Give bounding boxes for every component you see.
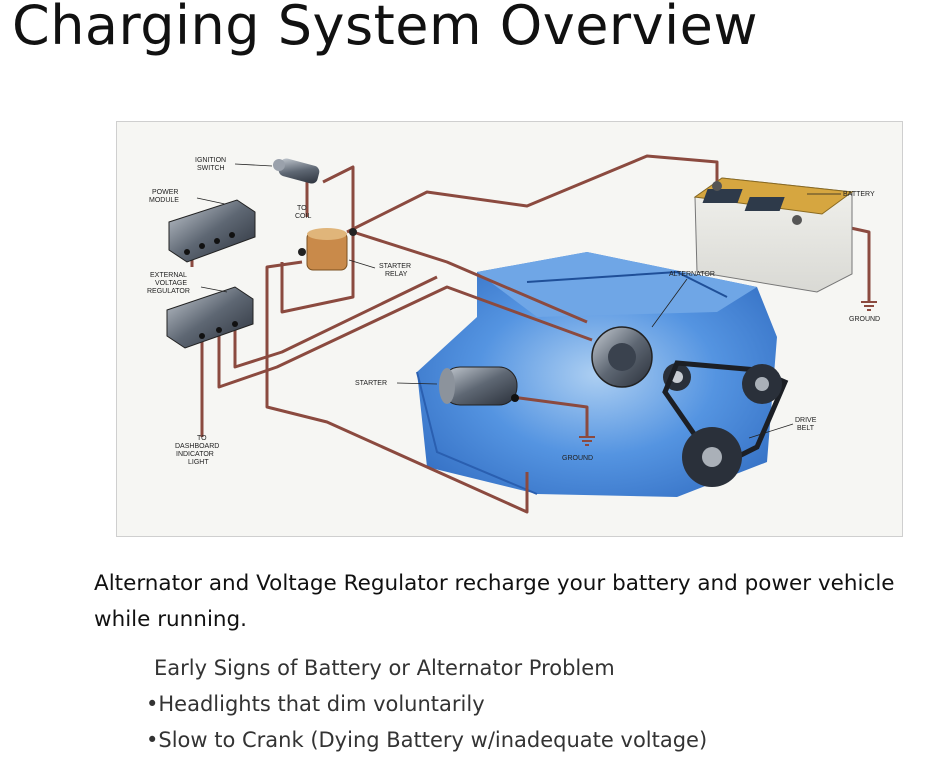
label-dashboard-light-2: DASHBOARD — [175, 443, 219, 450]
label-dashboard-light-4: LIGHT — [188, 459, 209, 466]
starter-relay — [298, 228, 357, 271]
label-starter: STARTER — [355, 380, 387, 387]
signs-item: •Headlights that dim voluntarily — [146, 692, 485, 716]
ground-symbol-right — [861, 301, 877, 311]
ignition-switch — [273, 158, 320, 184]
label-starter-relay-2: RELAY — [385, 271, 408, 278]
label-alternator: ALTERNATOR — [669, 271, 715, 278]
ground-symbol-bottom — [579, 436, 595, 446]
wiring — [190, 154, 871, 514]
label-power-module-2: MODULE — [149, 197, 179, 204]
label-dashboard-light-3: INDICATOR — [176, 451, 214, 458]
label-ground-bottom: GROUND — [562, 455, 593, 462]
label-to-coil-2: COIL — [295, 213, 311, 220]
label-dashboard-light: TO — [197, 435, 207, 442]
voltage-regulator — [166, 286, 254, 349]
label-power-module: POWER — [152, 189, 178, 196]
label-drive-belt-2: BELT — [797, 425, 815, 432]
label-external-regulator: EXTERNAL — [150, 272, 187, 279]
starter-motor — [439, 366, 519, 406]
label-to-coil: TO — [297, 205, 307, 212]
diagram-canvas: IGNITION SWITCH POWER MODULE TO COIL EXT… — [147, 154, 880, 514]
slide-title: Charging System Overview — [12, 0, 758, 57]
signs-heading: Early Signs of Battery or Alternator Pro… — [154, 656, 615, 680]
drive-belt — [662, 360, 789, 487]
alternator — [591, 326, 691, 391]
leader-lines — [196, 163, 841, 439]
label-drive-belt: DRIVE — [795, 417, 817, 424]
label-external-regulator-2: VOLTAGE — [155, 280, 187, 287]
signs-list: Early Signs of Battery or Alternator Pro… — [146, 650, 906, 758]
battery — [693, 177, 854, 293]
label-ignition-switch-2: SWITCH — [197, 165, 225, 172]
description-paragraph: Alternator and Voltage Regulator recharg… — [94, 571, 895, 632]
label-external-regulator-3: REGULATOR — [147, 288, 190, 295]
diagram-labels: IGNITION SWITCH POWER MODULE TO COIL EXT… — [147, 157, 880, 466]
power-module — [168, 199, 256, 263]
label-ground-right: GROUND — [849, 316, 880, 323]
label-ignition-switch: IGNITION — [195, 157, 226, 164]
label-battery: BATTERY — [843, 191, 875, 198]
charging-system-diagram: IGNITION SWITCH POWER MODULE TO COIL EXT… — [116, 121, 903, 537]
signs-item: •Slow to Crank (Dying Battery w/inadequa… — [146, 728, 708, 752]
label-starter-relay: STARTER — [379, 263, 411, 270]
